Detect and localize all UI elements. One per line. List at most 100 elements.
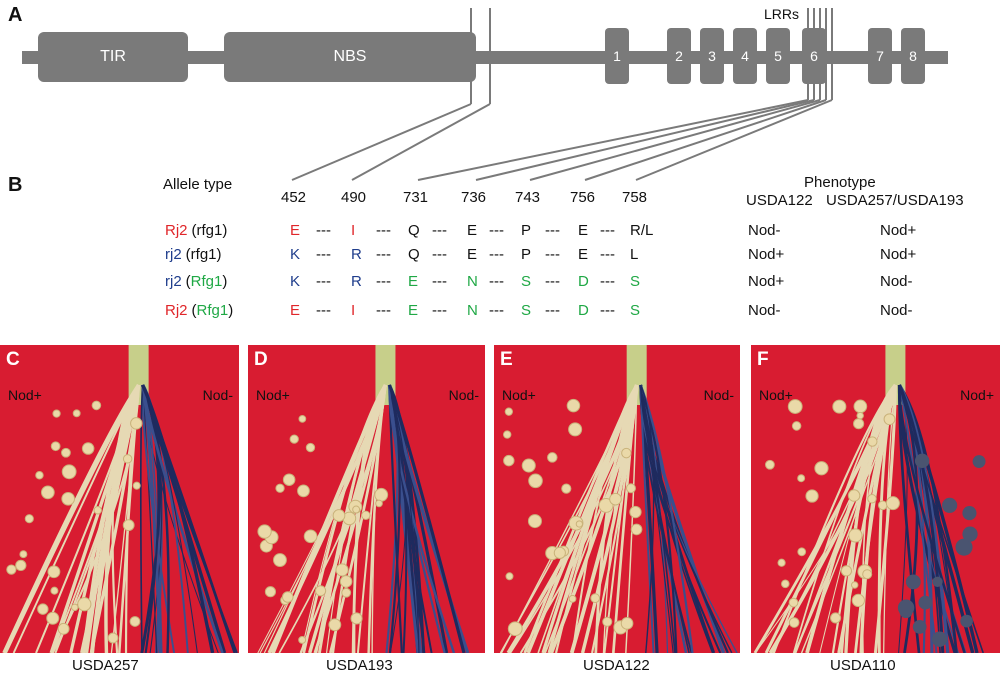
amino-acid-cell: P	[521, 246, 532, 263]
tir-domain: TIR	[38, 32, 188, 82]
gap-dash: ---	[432, 302, 447, 319]
gap-dash: ---	[489, 273, 504, 290]
allele-rfg-label: (Rfg1)	[185, 273, 228, 290]
amino-acid-cell: R/L	[630, 222, 654, 239]
amino-acid-cell: S	[521, 302, 532, 319]
root-illustration	[2, 345, 238, 653]
gap-dash: ---	[489, 302, 504, 319]
allele-type-label: Allele type	[163, 176, 233, 193]
right-root-phenotype: Nod-	[703, 387, 734, 403]
amino-acid-cell: E	[578, 222, 589, 239]
gap-dash: ---	[600, 246, 615, 263]
position-452: 452	[281, 189, 307, 206]
lrr-2: 2	[667, 28, 691, 84]
root-nodulation-photo: C Nod+ Nod-	[0, 345, 239, 653]
allele-name: Rj2	[165, 302, 188, 319]
lrr-3: 3	[700, 28, 724, 84]
amino-acid-cell: K	[290, 246, 301, 263]
phenotype-label: Phenotype	[804, 174, 876, 191]
root-illustration	[257, 345, 470, 653]
tir-label: TIR	[100, 48, 126, 65]
gap-dash: ---	[600, 222, 615, 239]
amino-acid-cell: S	[630, 273, 641, 290]
root-illustration	[499, 345, 738, 653]
amino-acid-cell: E	[290, 222, 301, 239]
gap-dash: ---	[376, 222, 391, 239]
amino-acid-cell: E	[290, 302, 301, 319]
amino-acid-cell: R	[351, 273, 362, 290]
amino-acid-cell: Q	[408, 222, 420, 239]
allele-row-label: Rj2(Rfg1)	[165, 302, 233, 319]
lrr-8: 8	[901, 28, 925, 84]
gap-dash: ---	[316, 246, 331, 263]
amino-acid-cell: E	[408, 273, 419, 290]
allele-name: Rj2	[165, 222, 188, 239]
gap-dash: ---	[489, 222, 504, 239]
panel-letter-d: D	[254, 349, 268, 370]
gap-dash: ---	[316, 222, 331, 239]
strain-caption: USDA110	[830, 657, 896, 674]
right-root-phenotype: Nod-	[448, 387, 479, 403]
amino-acid-cell: K	[290, 273, 301, 290]
position-756: 756	[570, 189, 596, 206]
amino-acid-cell: E	[467, 222, 478, 239]
amino-acid-cell: L	[630, 246, 639, 263]
phenotype-usda122: Nod-	[748, 302, 781, 319]
allele-name: rj2	[165, 246, 182, 263]
gap-dash: ---	[545, 246, 560, 263]
amino-acid-cell: E	[578, 246, 589, 263]
panel-letter-a: A	[8, 4, 23, 26]
panel-letter-b: B	[8, 174, 23, 196]
amino-acid-cell: I	[351, 222, 356, 239]
gap-dash: ---	[432, 273, 447, 290]
root-nodulation-photo: D Nod+ Nod-	[248, 345, 485, 653]
panel-letter-e: E	[500, 349, 513, 370]
right-root-phenotype: Nod+	[960, 387, 994, 403]
position-743: 743	[515, 189, 541, 206]
amino-acid-cell: D	[578, 273, 589, 290]
panel-letter-c: C	[6, 349, 20, 370]
allele-name: rj2	[165, 273, 182, 290]
amino-acid-cell: S	[521, 273, 532, 290]
right-root-phenotype: Nod-	[202, 387, 233, 403]
position-490: 490	[341, 189, 367, 206]
lrr-1: 1	[605, 28, 629, 84]
phenotype-usda257-193: Nod+	[880, 246, 917, 263]
position-736: 736	[461, 189, 487, 206]
phenotype-col-usda257-193: USDA257/USDA193	[826, 192, 964, 209]
strain-caption: USDA257	[72, 657, 139, 674]
left-root-phenotype: Nod+	[8, 387, 42, 403]
panel-letter-f: F	[757, 349, 769, 370]
amino-acid-cell: N	[467, 302, 478, 319]
gap-dash: ---	[376, 246, 391, 263]
amino-acid-cell: P	[521, 222, 532, 239]
lrr-6: 6	[802, 28, 826, 84]
amino-acid-cell: Q	[408, 246, 420, 263]
left-root-phenotype: Nod+	[502, 387, 536, 403]
lrrs-label: LRRs	[764, 6, 800, 22]
left-root-phenotype: Nod+	[256, 387, 290, 403]
phenotype-usda122: Nod+	[748, 246, 785, 263]
gene-structure-diagram	[22, 8, 948, 181]
root-illustration	[753, 345, 986, 653]
left-root-phenotype: Nod+	[759, 387, 793, 403]
allele-row-label: rj2(rfg1)	[165, 246, 222, 263]
gap-dash: ---	[600, 302, 615, 319]
allele-rfg-label: (rfg1)	[185, 246, 222, 263]
phenotype-col-usda122: USDA122	[746, 192, 813, 209]
gap-dash: ---	[432, 246, 447, 263]
lrr-5: 5	[766, 28, 790, 84]
position-731: 731	[403, 189, 429, 206]
phenotype-usda257-193: Nod-	[880, 273, 913, 290]
amino-acid-cell: E	[408, 302, 419, 319]
strain-caption: USDA193	[326, 657, 393, 674]
gap-dash: ---	[545, 222, 560, 239]
gap-dash: ---	[432, 222, 447, 239]
phenotype-usda257-193: Nod-	[880, 302, 913, 319]
gap-dash: ---	[545, 273, 560, 290]
position-758: 758	[622, 189, 648, 206]
allele-rfg-label: (Rfg1)	[191, 302, 234, 319]
gap-dash: ---	[545, 302, 560, 319]
allele-rfg-label: (rfg1)	[191, 222, 228, 239]
root-nodulation-photo: E Nod+ Nod-	[494, 345, 740, 653]
